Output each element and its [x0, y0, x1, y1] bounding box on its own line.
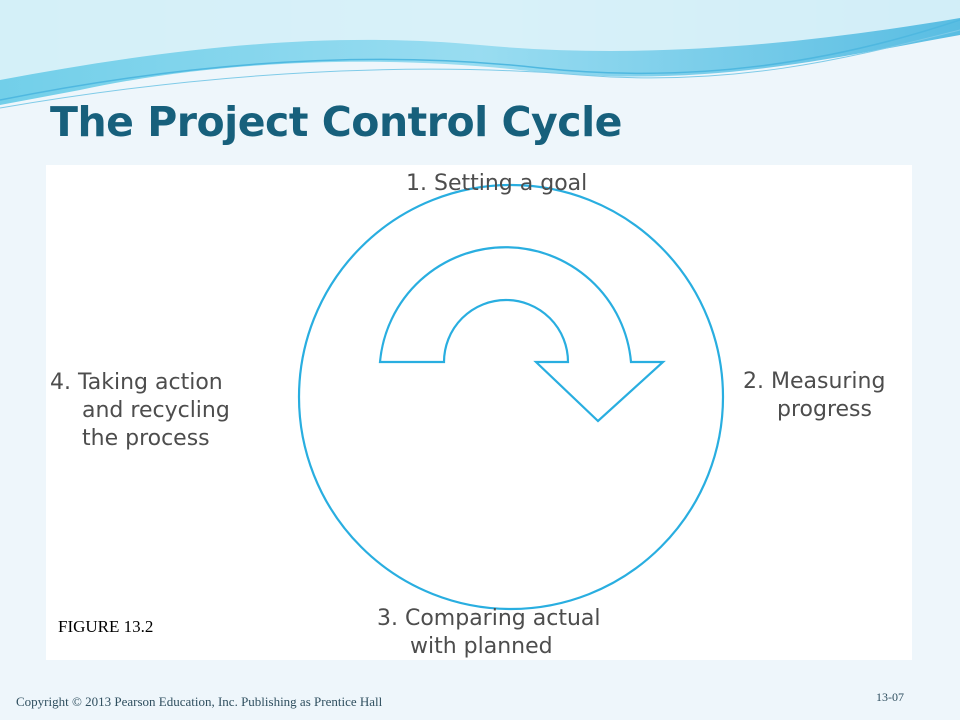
copyright-footer: Copyright © 2013 Pearson Education, Inc.…	[16, 694, 383, 709]
step-3-line-1: 3. Comparing actual	[377, 606, 600, 631]
step-4-label: 4. Taking action and recycling the proce…	[50, 370, 237, 451]
figure-panel: 1. Setting a goal 2. Measuring progress …	[46, 165, 912, 660]
figure-caption: FIGURE 13.2	[58, 617, 154, 636]
cycle-arrow	[378, 246, 666, 423]
step-4-line-1: 4. Taking action	[50, 370, 223, 395]
step-1-line-1: 1. Setting a goal	[406, 171, 587, 196]
page-number: 13-07	[876, 690, 904, 704]
step-2-label: 2. Measuring progress	[743, 369, 892, 422]
step-2-line-2: progress	[777, 397, 872, 422]
step-2-line-1: 2. Measuring	[743, 369, 885, 394]
control-cycle-diagram: 1. Setting a goal 2. Measuring progress …	[50, 171, 892, 659]
step-3-line-2: with planned	[410, 634, 553, 659]
step-3-label: 3. Comparing actual with planned	[377, 606, 607, 659]
step-4-line-2: and recycling	[82, 398, 230, 423]
header-wave-decoration	[0, 0, 960, 109]
step-1-label: 1. Setting a goal	[406, 171, 587, 196]
cycle-circle	[297, 183, 725, 611]
step-4-line-3: the process	[82, 426, 210, 451]
slide-title: The Project Control Cycle	[50, 98, 622, 146]
